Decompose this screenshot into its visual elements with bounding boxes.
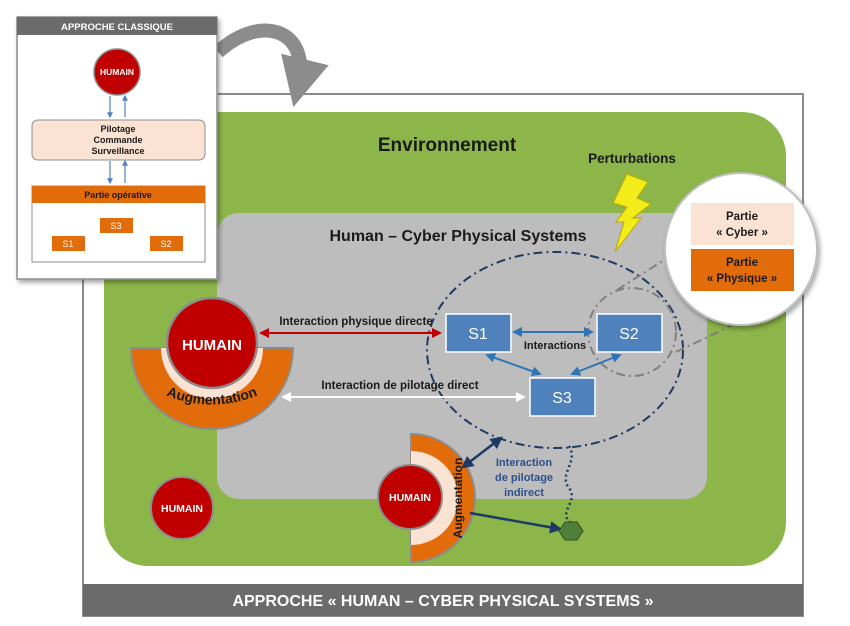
classic-s1-label: S1 xyxy=(62,239,73,249)
callout-line-bottom xyxy=(675,322,738,353)
label-pilotage-indirect-1: Interaction xyxy=(496,457,553,469)
hcps-panel xyxy=(217,213,707,499)
classic-s2-box xyxy=(150,236,183,251)
perturbations-label: Perturbations xyxy=(588,151,676,166)
physical-part-box xyxy=(691,249,794,291)
system-box-s1 xyxy=(445,313,512,353)
classic-operative-header xyxy=(32,186,205,203)
classic-title: APPROCHE CLASSIQUE xyxy=(61,22,173,33)
classic-title-bar xyxy=(17,17,217,35)
label-pilotage-indirect-3: indirect xyxy=(504,487,544,499)
dotted-indirect-link xyxy=(564,445,573,523)
curved-arrow-icon xyxy=(213,23,329,108)
classic-control-line-3: Surveillance xyxy=(91,146,144,156)
classic-human-circle xyxy=(93,48,141,96)
system-box-s2 xyxy=(596,313,663,353)
human-outside-label: HUMAIN xyxy=(161,503,203,515)
classic-control-line-1: Pilotage xyxy=(100,124,135,134)
classic-s2-label: S2 xyxy=(160,239,171,249)
label-pilotage-indirect-2: de pilotage xyxy=(495,472,553,484)
cyber-part-line-1: Partie xyxy=(726,211,758,223)
human-outside-circle xyxy=(150,476,214,540)
human-small-circle xyxy=(377,464,443,530)
arrow-s1-s3 xyxy=(485,352,542,377)
physical-part-line-1: Partie xyxy=(726,257,758,269)
label-physical-direct: Interaction physique directe xyxy=(279,316,432,328)
arrow-augmented-to-systems xyxy=(461,436,503,469)
classic-human-label: HUMAIN xyxy=(100,67,134,77)
classic-approach-panel: APPROCHE CLASSIQUE HUMAIN Pilotage Comma… xyxy=(16,16,218,280)
hexagon-target-icon xyxy=(558,521,584,541)
lightning-icon xyxy=(612,173,652,253)
human-main-circle xyxy=(165,296,259,390)
system-label-s1: S1 xyxy=(468,326,488,343)
banner-text: APPROCHE « HUMAN – CYBER PHYSICAL SYSTEM… xyxy=(232,593,653,610)
physical-part-line-2: « Physique » xyxy=(707,273,777,285)
classic-s1-box xyxy=(52,236,85,251)
system-box-s3 xyxy=(529,377,596,417)
label-pilotage-direct: Interaction de pilotage direct xyxy=(321,380,478,392)
classic-control-line-2: Commande xyxy=(93,135,142,145)
arrow-s2-s3 xyxy=(570,353,622,376)
classic-control-box xyxy=(31,119,206,161)
environment-label: Environnement xyxy=(378,135,517,156)
bottom-banner xyxy=(83,584,803,616)
label-interactions: Interactions xyxy=(524,340,586,352)
systems-boundary-ellipse xyxy=(426,251,684,449)
cyber-part-box xyxy=(691,203,794,245)
cyber-part-line-2: « Cyber » xyxy=(716,227,768,239)
classic-s3-box xyxy=(100,218,133,233)
augmentation-label-small: Augmentation xyxy=(451,458,465,539)
classic-s3-label: S3 xyxy=(110,221,121,231)
arrow-augmented-to-hexagon xyxy=(469,511,563,534)
hcps-title: Human – Cyber Physical Systems xyxy=(329,228,586,245)
system-label-s3: S3 xyxy=(552,390,572,407)
human-main-label: HUMAIN xyxy=(182,337,242,354)
system-label-s2: S2 xyxy=(619,326,639,343)
classic-operative-title: Partie opérative xyxy=(84,190,152,200)
human-small-label: HUMAIN xyxy=(389,492,431,504)
